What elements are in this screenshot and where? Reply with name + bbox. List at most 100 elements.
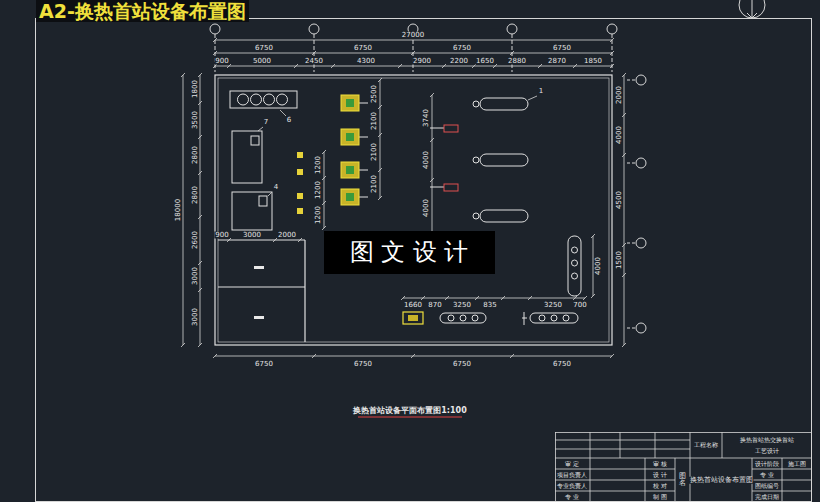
dimension-lines bbox=[378, 78, 382, 200]
axis-grid bbox=[210, 24, 220, 34]
valves bbox=[297, 152, 303, 214]
equipment bbox=[251, 136, 259, 145]
dimension-label: 27000 bbox=[401, 32, 425, 39]
title-block-text: 专 业 bbox=[564, 494, 580, 500]
title-block bbox=[555, 432, 812, 502]
equipment bbox=[572, 247, 578, 253]
dimension-label: 4300 bbox=[356, 58, 376, 65]
pumps bbox=[341, 189, 359, 205]
axis-grid bbox=[636, 75, 646, 85]
equipment bbox=[473, 213, 479, 219]
title-block bbox=[556, 433, 812, 502]
dimension-label: 2900 bbox=[412, 58, 432, 65]
dimension-label: 3250 bbox=[543, 302, 563, 309]
leader-lines bbox=[268, 192, 272, 196]
dimension-lines bbox=[401, 296, 587, 300]
dimension-label: 3740 bbox=[423, 108, 430, 128]
title-block-text: 完成日期 bbox=[754, 494, 780, 500]
instruments bbox=[444, 125, 458, 191]
dimension-label: 900 bbox=[214, 58, 229, 65]
wall-openings bbox=[254, 266, 264, 269]
dimension-label: 2000 bbox=[616, 85, 623, 105]
dimension-label: 6750 bbox=[552, 45, 572, 52]
dimension-label: 2600 bbox=[192, 230, 199, 250]
sheet-frame bbox=[747, 0, 757, 18]
title-block-text: 工程名称 bbox=[693, 442, 719, 448]
watermark-text: 图 文 设 计 bbox=[350, 238, 469, 267]
valves bbox=[297, 169, 303, 175]
leader-lines bbox=[280, 110, 286, 116]
sheet-title: A2-换热首站设备布置图 bbox=[36, 0, 249, 22]
dimension-label: 6750 bbox=[452, 361, 472, 368]
drawing-caption: 换热首站设备平面布置图1:100 bbox=[352, 407, 467, 415]
sheet-frame bbox=[36, 0, 812, 502]
equipment bbox=[551, 315, 557, 321]
pumps bbox=[408, 315, 418, 321]
dimension-lines bbox=[322, 150, 326, 230]
dimension-label: 1660 bbox=[403, 302, 423, 309]
equipment bbox=[568, 236, 581, 296]
dimension-lines bbox=[622, 73, 626, 347]
dimension-lines bbox=[181, 73, 185, 347]
equipment bbox=[473, 101, 479, 107]
axis-grid bbox=[607, 24, 617, 34]
dimension-label: 4000 bbox=[423, 198, 430, 218]
equipment bbox=[522, 312, 527, 325]
title-block bbox=[555, 469, 812, 491]
building-walls bbox=[215, 75, 612, 345]
equipment bbox=[430, 128, 444, 187]
pumps bbox=[341, 95, 359, 111]
dimension-label: 2870 bbox=[547, 58, 567, 65]
dimension-label: 2000 bbox=[277, 232, 297, 239]
equipment bbox=[251, 94, 262, 105]
axis-grid bbox=[627, 80, 636, 328]
equipment bbox=[448, 315, 454, 321]
dimension-lines bbox=[213, 64, 614, 68]
equipment bbox=[259, 196, 267, 206]
dimension-lines bbox=[213, 354, 614, 358]
equipment bbox=[480, 98, 528, 110]
equipment bbox=[572, 260, 578, 266]
equipment bbox=[277, 94, 288, 105]
sheet-frame bbox=[739, 0, 765, 18]
wall-openings bbox=[254, 316, 264, 319]
building-walls bbox=[215, 75, 612, 345]
equipment bbox=[480, 154, 528, 166]
equipment bbox=[238, 94, 249, 105]
title-block-text: 制 图 bbox=[652, 494, 668, 500]
callout-number: 1 bbox=[538, 88, 544, 95]
pumps bbox=[346, 193, 354, 201]
equipment bbox=[572, 273, 578, 279]
callout-number: 4 bbox=[273, 184, 279, 191]
equipment bbox=[230, 91, 297, 108]
caption-underline bbox=[358, 417, 462, 418]
dimension-label: 4500 bbox=[616, 190, 623, 210]
dimension-label: 2100 bbox=[371, 174, 378, 194]
axis-grid bbox=[507, 24, 517, 34]
dimension-label: 835 bbox=[482, 302, 497, 309]
equipment bbox=[359, 103, 368, 197]
equipment bbox=[480, 210, 528, 222]
dimension-label: 1200 bbox=[315, 205, 322, 225]
leader-lines bbox=[258, 96, 537, 196]
pumps bbox=[341, 162, 359, 178]
dimension-lines bbox=[430, 93, 434, 238]
title-block-text: 专业负责人 bbox=[556, 483, 588, 489]
valves bbox=[297, 193, 303, 199]
dimension-label: 2800 bbox=[192, 185, 199, 205]
pumps bbox=[346, 133, 354, 141]
dimension-label: 700 bbox=[572, 302, 587, 309]
dimension-label: 6750 bbox=[353, 45, 373, 52]
caption-underline bbox=[358, 417, 462, 418]
title-block-text: 图纸编号 bbox=[754, 483, 780, 489]
valves bbox=[297, 208, 303, 214]
equipment bbox=[460, 315, 466, 321]
instruments bbox=[444, 184, 458, 191]
pumps bbox=[346, 99, 354, 107]
leader-lines bbox=[258, 127, 263, 131]
valves bbox=[297, 152, 303, 158]
title-block-text: 专 业 bbox=[759, 472, 775, 478]
leader-lines bbox=[528, 96, 537, 100]
dimension-label: 6750 bbox=[452, 45, 472, 52]
